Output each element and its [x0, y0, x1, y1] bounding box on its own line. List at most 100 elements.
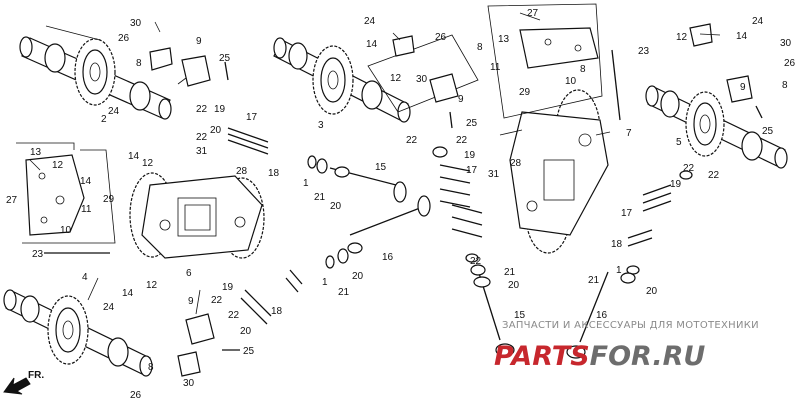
cam-sprocket-2 [74, 38, 116, 106]
watermark-logo: PARTSFOR.RU [494, 341, 705, 372]
callout-20: 20 [352, 271, 364, 282]
callout-14: 14 [122, 288, 134, 299]
callout-17: 17 [466, 165, 478, 176]
plate-box-right [487, 3, 603, 119]
callout-28: 28 [510, 158, 522, 169]
cam-sprocket-4 [47, 295, 89, 365]
callout-19: 19 [222, 282, 234, 293]
callout-18: 18 [611, 239, 623, 250]
cam-holder-6 [129, 172, 265, 259]
callout-18: 18 [268, 168, 280, 179]
callout-3: 3 [318, 120, 324, 131]
callout-1: 1 [616, 265, 622, 276]
callout-19: 19 [214, 104, 226, 115]
callout-9: 9 [740, 82, 746, 93]
callout-29: 29 [519, 87, 531, 98]
callout-27: 27 [527, 8, 539, 19]
callout-2: 2 [101, 114, 107, 125]
callout-22: 22 [470, 256, 482, 267]
callout-20: 20 [646, 286, 658, 297]
callout-14: 14 [736, 31, 748, 42]
callout-26: 26 [118, 33, 130, 44]
watermark-caption: ЗАПЧАСТИ И АКСЕССУАРЫ ДЛЯ МОТОТЕХНИКИ [502, 320, 759, 331]
callout-30: 30 [416, 74, 428, 85]
rocker-arms [149, 23, 753, 377]
callout-28: 28 [236, 166, 248, 177]
callout-9: 9 [188, 296, 194, 307]
callout-11: 11 [81, 204, 92, 215]
callout-17: 17 [246, 112, 258, 123]
callout-12: 12 [390, 73, 402, 84]
callout-21: 21 [504, 267, 516, 278]
callout-19: 19 [464, 150, 476, 161]
washers [307, 146, 693, 288]
callout-25: 25 [219, 53, 231, 64]
callout-23: 23 [638, 46, 650, 57]
callout-12: 12 [142, 158, 154, 169]
callout-20: 20 [210, 125, 222, 136]
callout-30: 30 [130, 18, 142, 29]
callout-8: 8 [136, 58, 142, 69]
cam-sprocket-5 [685, 91, 725, 157]
callout-10: 10 [60, 225, 72, 236]
callout-labels: 30 26 9 25 8 2 24 22 19 22 20 17 31 14 1… [6, 8, 796, 401]
watermark-logo-part2: FOR.RU [590, 341, 706, 372]
callout-31: 31 [196, 146, 208, 157]
callout-26: 26 [130, 390, 142, 401]
callout-22: 22 [196, 104, 208, 115]
callout-23: 23 [32, 249, 44, 260]
callout-7: 7 [626, 128, 632, 139]
callout-6: 6 [186, 268, 192, 279]
callout-16: 16 [596, 310, 608, 321]
callout-13: 13 [30, 147, 42, 158]
callout-9: 9 [458, 94, 464, 105]
callout-22: 22 [708, 170, 720, 181]
callout-14: 14 [80, 176, 92, 187]
callout-22: 22 [683, 163, 695, 174]
callout-5: 5 [676, 137, 682, 148]
callout-22: 22 [456, 135, 468, 146]
callout-4: 4 [82, 272, 88, 283]
callout-22: 22 [228, 310, 240, 321]
callout-30: 30 [183, 378, 195, 389]
callout-10: 10 [565, 76, 577, 87]
callout-11: 11 [490, 62, 501, 73]
callout-8: 8 [148, 362, 154, 373]
bolts [44, 49, 763, 351]
callout-12: 12 [146, 280, 158, 291]
callout-17: 17 [621, 208, 633, 219]
callout-9: 9 [196, 36, 202, 47]
plate-box-left [16, 142, 116, 244]
callout-21: 21 [338, 287, 350, 298]
callout-19: 19 [670, 179, 682, 190]
callout-13: 13 [498, 34, 510, 45]
callout-24: 24 [364, 16, 376, 27]
callout-25: 25 [243, 346, 255, 357]
callout-22: 22 [196, 132, 208, 143]
callout-26: 26 [435, 32, 447, 43]
callout-26: 26 [784, 58, 796, 69]
cam-sprocket-3 [312, 45, 354, 115]
callout-20: 20 [240, 326, 252, 337]
callout-24: 24 [752, 16, 764, 27]
callout-14: 14 [128, 151, 140, 162]
callout-20: 20 [508, 280, 520, 291]
callout-31: 31 [488, 169, 500, 180]
cam-holder-7 [509, 89, 609, 254]
callout-15: 15 [514, 310, 526, 321]
callout-12: 12 [676, 32, 688, 43]
watermark-logo-part1: PARTS [494, 341, 590, 372]
watermark: ЗАПЧАСТИ И АКСЕССУАРЫ ДЛЯ МОТОТЕХНИКИ PA… [494, 320, 759, 372]
callout-30: 30 [780, 38, 792, 49]
valve-springs [227, 127, 672, 325]
callout-22: 22 [211, 295, 223, 306]
callout-29: 29 [103, 194, 115, 205]
callout-14: 14 [366, 39, 378, 50]
callout-15: 15 [375, 162, 387, 173]
callout-16: 16 [382, 252, 394, 263]
callout-12: 12 [52, 160, 64, 171]
callout-1: 1 [322, 277, 328, 288]
callout-25: 25 [762, 126, 774, 137]
